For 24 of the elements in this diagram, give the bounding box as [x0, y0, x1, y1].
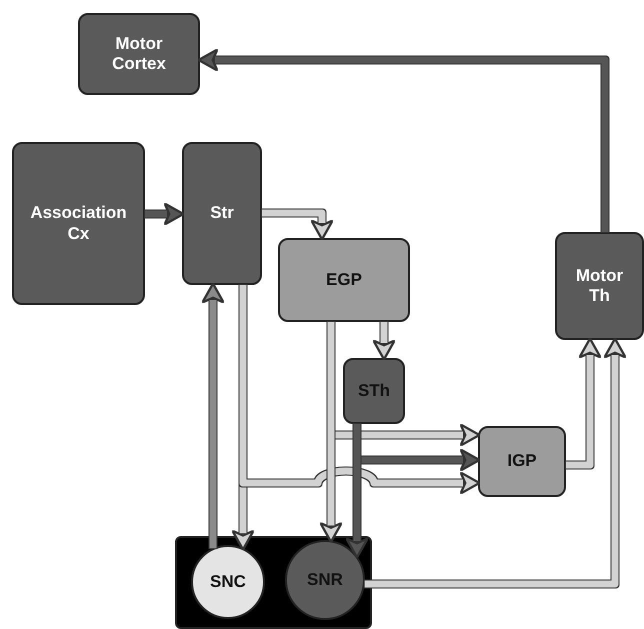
region-label: Motor Th	[574, 266, 624, 306]
arrow	[262, 210, 332, 238]
region-box	[78, 13, 200, 95]
region-box	[175, 536, 372, 629]
arrow	[374, 322, 394, 358]
region-label: Motor Cortex	[111, 34, 167, 74]
region-label: Str	[210, 203, 234, 224]
arrow	[204, 284, 222, 548]
region-box	[478, 426, 566, 497]
region-label: IGP	[507, 451, 537, 472]
region-label: SNC	[210, 572, 246, 592]
arrow	[200, 50, 608, 232]
region-label: STh	[358, 380, 390, 402]
region-box	[182, 142, 262, 285]
region-label: Association Cx	[29, 203, 128, 244]
arrow	[566, 340, 600, 468]
arrow	[145, 204, 182, 224]
region-box	[343, 358, 405, 424]
region-box	[555, 232, 644, 340]
region-box	[278, 238, 410, 322]
region-box	[12, 142, 145, 305]
region-label: SNR	[307, 570, 343, 590]
arrow	[364, 340, 624, 588]
region-label: EGP	[326, 270, 362, 290]
